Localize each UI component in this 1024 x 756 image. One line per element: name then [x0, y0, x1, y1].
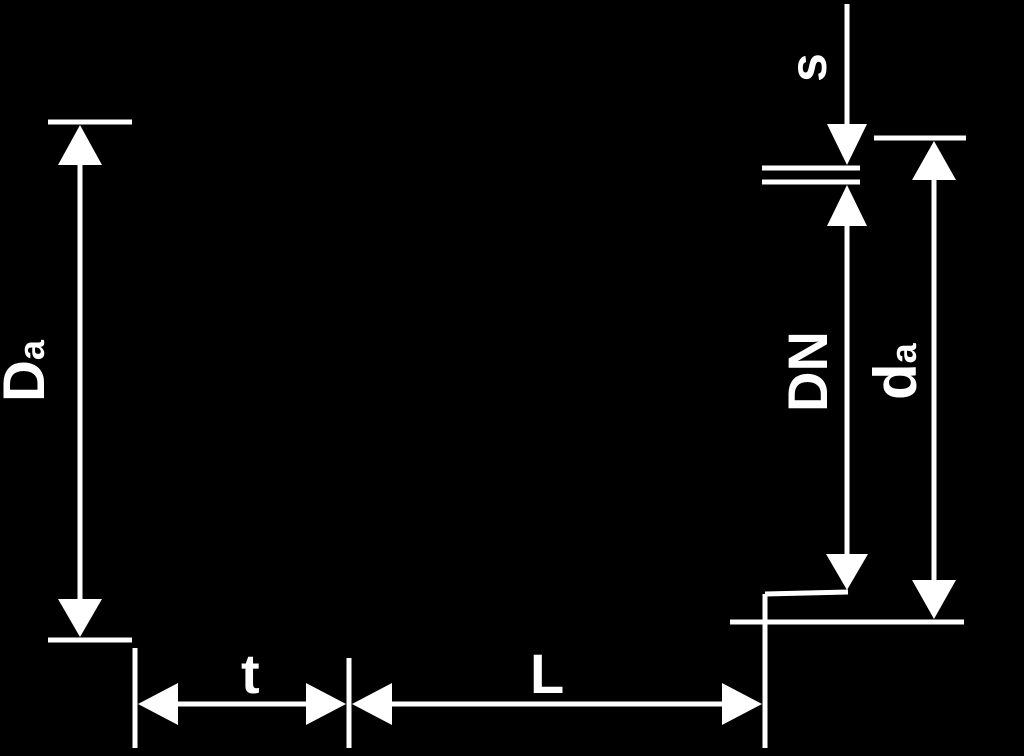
t-left-arrow-icon	[138, 683, 178, 725]
l-right-arrow-icon	[722, 683, 762, 725]
socket-depth-label: t	[241, 642, 260, 705]
da-inner-top-arrow-icon	[912, 141, 956, 180]
dn-bottom-reference-line	[764, 589, 849, 597]
dn-up-arrow-icon	[827, 185, 867, 226]
wall-thickness-label: s	[780, 53, 838, 82]
outer-diameter-label: Da	[0, 339, 57, 402]
da-bottom-arrow-icon	[58, 599, 102, 637]
da-inner-bottom-arrow-icon	[912, 580, 956, 619]
da-top-arrow-icon	[58, 125, 102, 165]
dn-down-arrow-icon	[826, 554, 868, 590]
t-right-arrow-icon	[306, 683, 346, 725]
nominal-diameter-label: DN	[776, 331, 839, 412]
length-label: L	[530, 642, 564, 705]
inner-diameter-label: da	[862, 342, 929, 400]
s-down-arrow-icon	[827, 124, 867, 165]
l-left-arrow-icon	[352, 683, 392, 725]
